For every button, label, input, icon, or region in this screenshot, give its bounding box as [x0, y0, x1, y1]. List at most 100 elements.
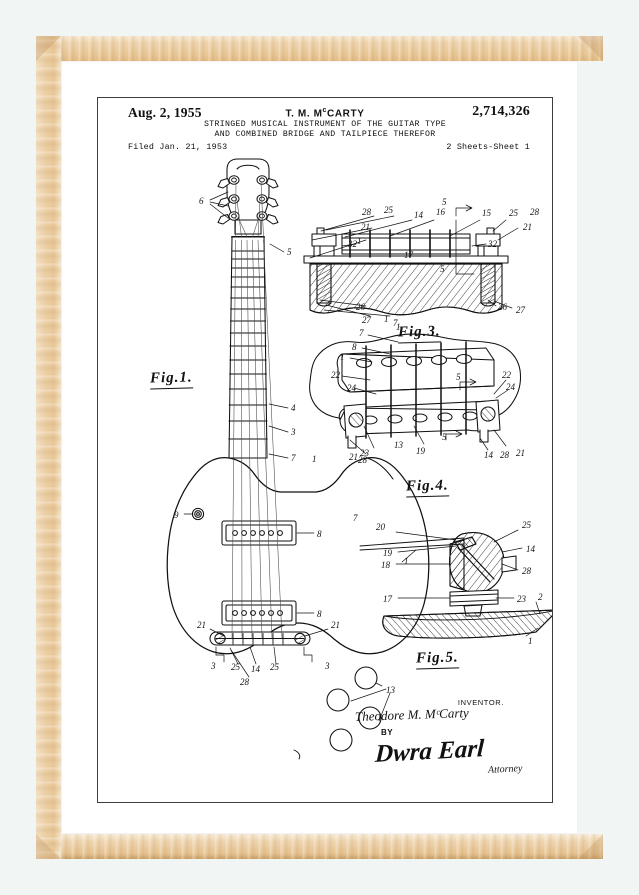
inventor-label: INVENTOR.	[457, 698, 504, 707]
svg-text:28: 28	[500, 450, 510, 460]
svg-text:1: 1	[528, 636, 533, 646]
svg-text:1: 1	[340, 352, 345, 362]
svg-text:32: 32	[487, 239, 498, 249]
svg-text:28: 28	[530, 207, 540, 217]
svg-text:25: 25	[509, 208, 519, 218]
svg-text:5: 5	[442, 432, 447, 442]
svg-text:25: 25	[522, 520, 532, 530]
inventor-signature-name: Theodore M. MᶜCarty	[354, 705, 470, 724]
svg-text:13: 13	[386, 685, 396, 695]
svg-text:1: 1	[404, 556, 409, 566]
svg-text:21: 21	[349, 452, 358, 462]
svg-text:8: 8	[352, 342, 357, 352]
svg-text:27: 27	[516, 305, 526, 315]
frame-top-rail	[36, 36, 603, 61]
svg-text:26: 26	[356, 302, 366, 312]
svg-text:8: 8	[317, 609, 322, 619]
svg-text:27: 27	[362, 315, 372, 325]
svg-text:22: 22	[502, 370, 512, 380]
svg-text:7: 7	[353, 513, 358, 523]
svg-text:14: 14	[526, 544, 536, 554]
patent-filed-date: Filed Jan. 21, 1953	[128, 142, 228, 152]
svg-text:19: 19	[383, 548, 393, 558]
svg-text:5: 5	[456, 372, 461, 382]
figure-1-reference-leaders	[183, 191, 417, 722]
figure-1-reference-numbers: 6 5 4 3 7 9 8 8 1 21 21	[174, 196, 409, 695]
frame-left-rail	[36, 36, 61, 859]
frame-mat: Aug. 2, 1955 T. M. McCARTY 2,714,326 STR…	[61, 61, 578, 834]
svg-text:21: 21	[516, 448, 525, 458]
svg-text:21: 21	[361, 222, 370, 232]
frame-miter-top-right	[578, 36, 603, 61]
patent-number: 2,714,326	[472, 104, 530, 119]
svg-text:20: 20	[376, 522, 386, 532]
svg-text:23: 23	[360, 448, 370, 458]
svg-text:13: 13	[394, 440, 404, 450]
patent-drawings: 6 5 4 3 7 9 8 8 1 21 21	[98, 158, 552, 802]
svg-text:14: 14	[484, 450, 494, 460]
svg-text:19: 19	[416, 446, 426, 456]
figure-5-reference-numbers: 20 7 25 14 19 18 28 17 23 2 1	[353, 513, 543, 646]
svg-text:25: 25	[231, 662, 241, 672]
patent-title-line-2: AND COMBINED BRIDGE AND TAILPIECE THEREF…	[214, 130, 436, 139]
svg-text:28: 28	[362, 207, 372, 217]
svg-text:1: 1	[312, 454, 317, 464]
svg-text:5: 5	[440, 264, 445, 274]
frame-right-rail	[578, 36, 603, 859]
svg-text:16: 16	[436, 207, 446, 217]
figure-4-caption: Fig.4.	[405, 477, 449, 498]
patent-sheet: Aug. 2, 1955 T. M. McCARTY 2,714,326 STR…	[97, 97, 553, 803]
svg-text:4: 4	[291, 403, 296, 413]
figure-5-caption: Fig.5.	[415, 649, 459, 670]
figure-4-reference-numbers: 7 1 7 8 1 22 24 23 19 28 21	[331, 318, 525, 465]
svg-text:32: 32	[347, 239, 358, 249]
signature-block: INVENTOR. Theodore M. MᶜCarty BY Dwra Ea…	[355, 698, 540, 788]
by-label: BY	[381, 728, 394, 737]
svg-text:22: 22	[331, 370, 341, 380]
svg-text:3: 3	[210, 661, 216, 671]
svg-text:6: 6	[199, 196, 204, 206]
svg-text:28: 28	[240, 677, 250, 687]
figure-3-caption: Fig.3.	[397, 323, 441, 344]
svg-text:1: 1	[396, 322, 401, 332]
figure-1-guitar	[166, 158, 430, 760]
frame-miter-bottom-left	[36, 834, 61, 859]
svg-text:1: 1	[357, 236, 362, 246]
svg-text:24: 24	[506, 382, 516, 392]
svg-text:28: 28	[358, 455, 368, 465]
figure-4-reference-leaders	[341, 334, 509, 455]
svg-text:7: 7	[359, 328, 364, 338]
frame-bottom-rail	[36, 834, 603, 859]
patent-header: Aug. 2, 1955 T. M. McCARTY 2,714,326 STR…	[98, 98, 552, 160]
attorney-label: Attorney	[487, 763, 523, 776]
svg-text:7: 7	[393, 318, 398, 328]
svg-text:24: 24	[347, 383, 357, 393]
svg-text:8: 8	[317, 529, 322, 539]
svg-text:26: 26	[498, 302, 508, 312]
figure-3-reference-leaders	[309, 204, 519, 317]
svg-text:3: 3	[290, 427, 296, 437]
svg-text:28: 28	[522, 566, 532, 576]
svg-text:17: 17	[383, 594, 393, 604]
svg-text:21: 21	[523, 222, 532, 232]
svg-text:21: 21	[331, 620, 340, 630]
svg-text:5: 5	[442, 197, 447, 207]
attorney-signature-mark: Dwra Earl	[374, 735, 485, 768]
figure-5-post-detail	[359, 532, 552, 639]
picture-frame: Aug. 2, 1955 T. M. McCARTY 2,714,326 STR…	[36, 36, 603, 859]
figure-3-reference-numbers: 28 25 21 1 14 16 15 32 32 5 5	[347, 197, 540, 325]
svg-text:23: 23	[517, 594, 527, 604]
svg-text:18: 18	[381, 560, 391, 570]
svg-text:14: 14	[251, 664, 261, 674]
drawing-canvas: 6 5 4 3 7 9 8 8 1 21 21	[166, 158, 552, 760]
svg-text:17: 17	[404, 250, 414, 260]
frame-miter-bottom-right	[578, 834, 603, 859]
figure-1-caption: Fig.1.	[149, 369, 193, 390]
figure-4-bridge-perspective	[309, 333, 521, 449]
svg-text:1: 1	[384, 314, 389, 324]
svg-text:9: 9	[174, 510, 179, 520]
patent-sheet-count: 2 Sheets-Sheet 1	[446, 142, 530, 152]
patent-date: Aug. 2, 1955	[128, 105, 202, 120]
svg-text:3: 3	[324, 661, 330, 671]
